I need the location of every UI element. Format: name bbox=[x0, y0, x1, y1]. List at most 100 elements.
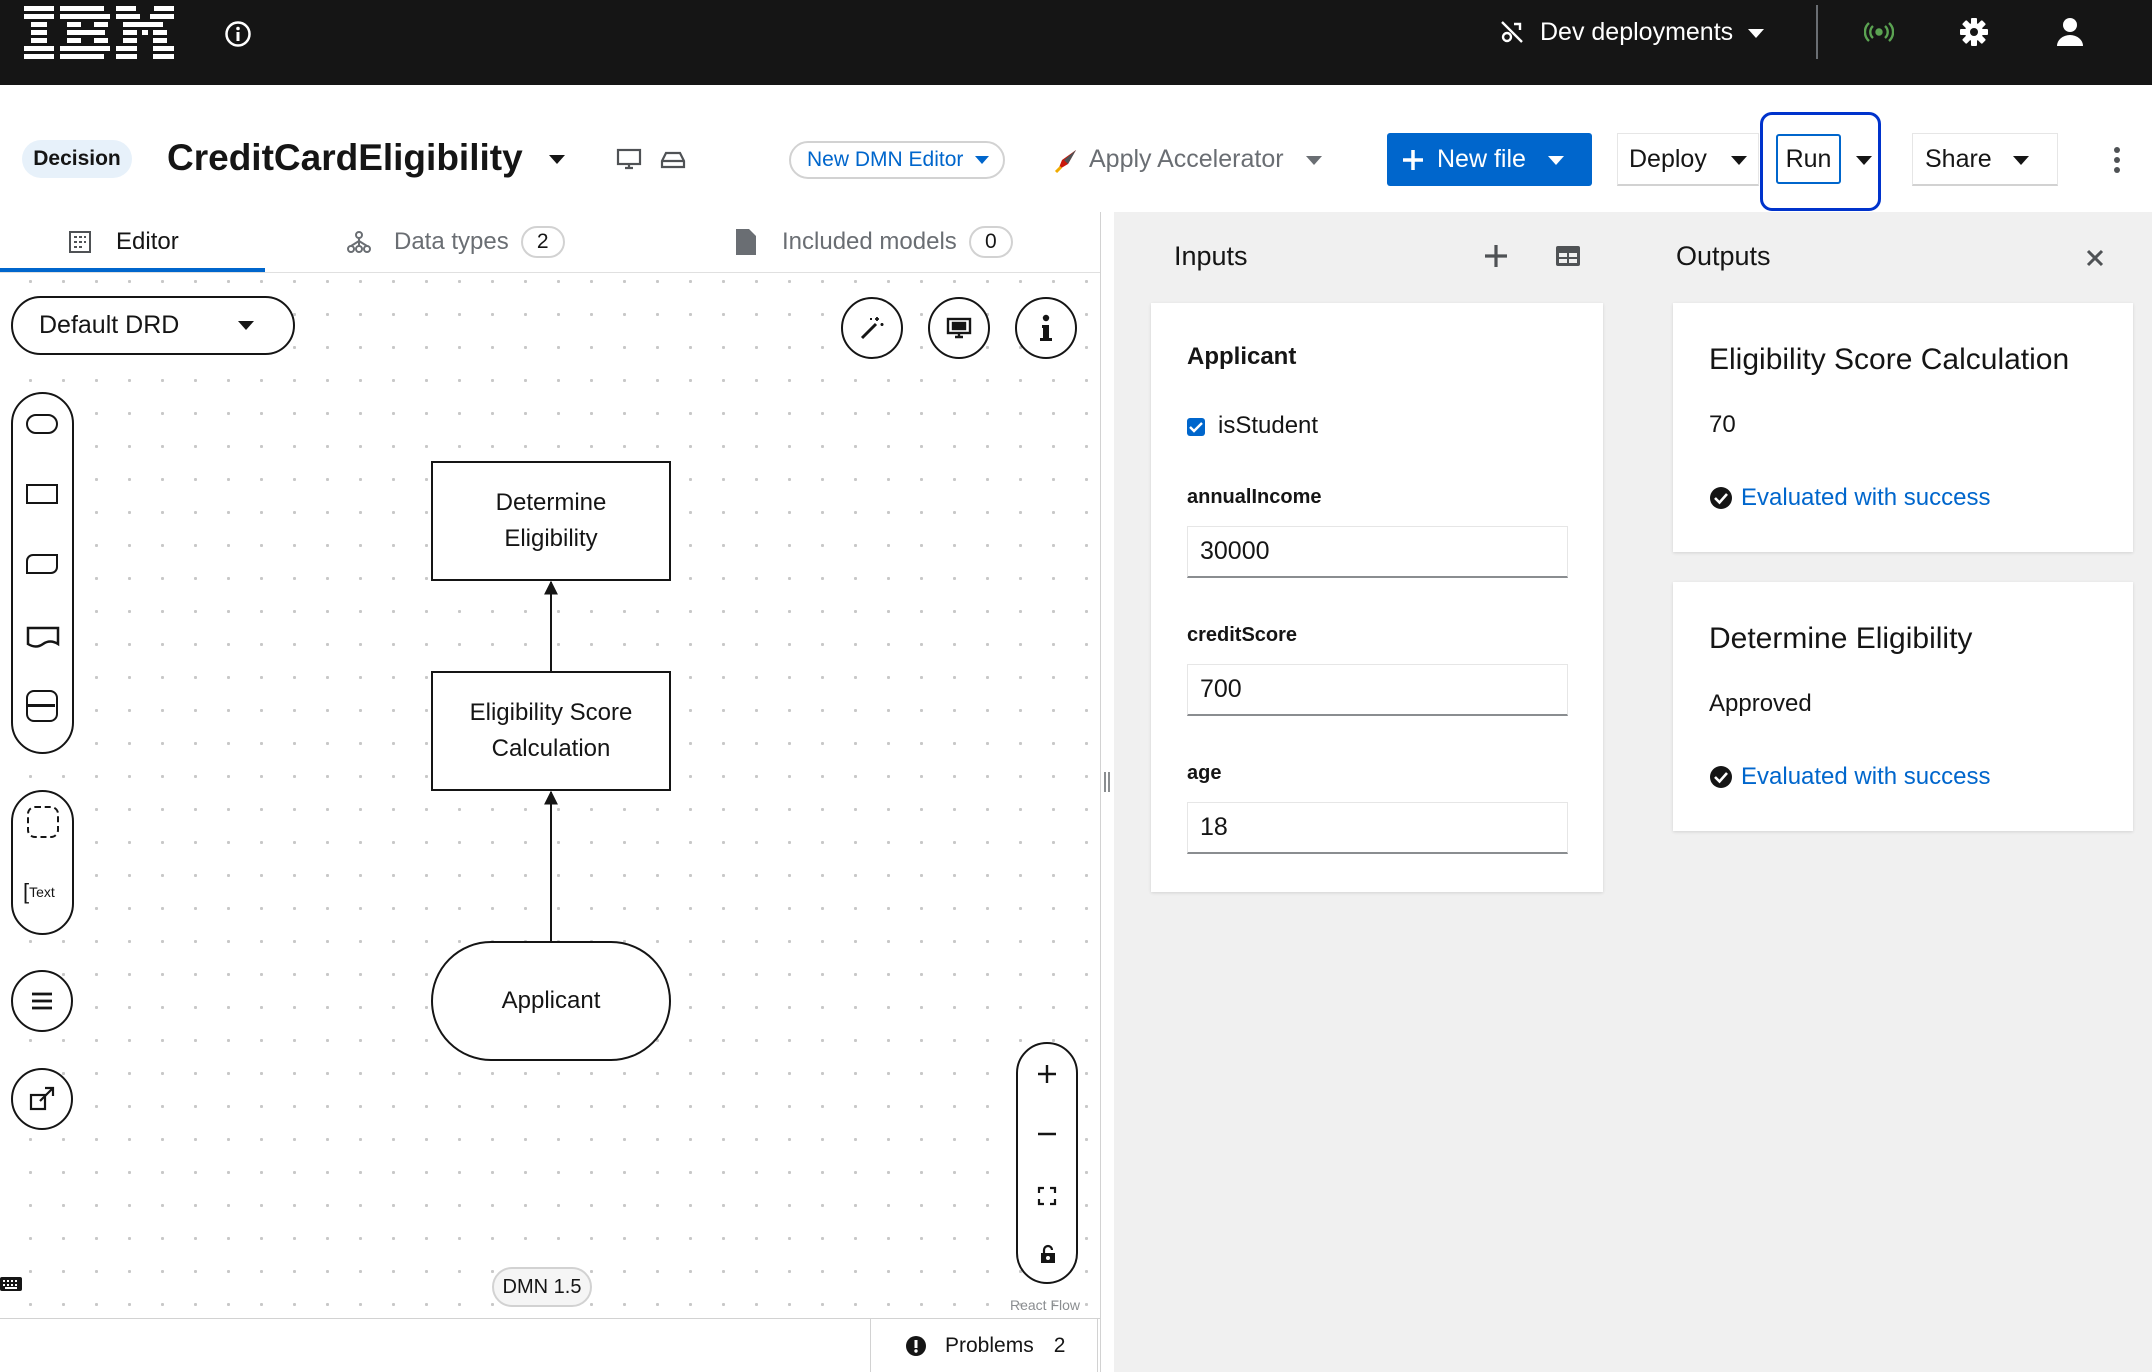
inputs-title: Inputs bbox=[1174, 241, 1248, 271]
auto-layout-button[interactable] bbox=[841, 297, 903, 359]
success-check-icon bbox=[1709, 765, 1733, 794]
run-highlight-frame bbox=[1760, 112, 1881, 211]
decision-node-icon[interactable] bbox=[26, 484, 58, 504]
evaluation-status-link[interactable]: Evaluated with success bbox=[1741, 763, 1991, 790]
lock-icon[interactable] bbox=[1039, 1244, 1057, 1269]
node-palette bbox=[11, 392, 74, 754]
tab-included-models-label: Included models bbox=[782, 228, 957, 255]
input-data-node-applicant[interactable]: Applicant bbox=[431, 941, 671, 1061]
annual-income-label: annualIncome bbox=[1187, 486, 1322, 508]
ibm-logo[interactable] bbox=[24, 4, 179, 65]
share-chevron-icon[interactable] bbox=[2013, 156, 2029, 165]
project-type-badge: Decision bbox=[22, 140, 132, 178]
output-value: 70 bbox=[1709, 411, 1736, 438]
exclamation-circle-icon bbox=[906, 1335, 926, 1356]
close-icon[interactable] bbox=[2085, 248, 2105, 273]
decision-node-eligibility-score[interactable]: Eligibility Score Calculation bbox=[431, 671, 671, 791]
settings-icon[interactable] bbox=[1960, 18, 1988, 51]
knowledge-source-node-icon[interactable] bbox=[26, 626, 60, 655]
connection-status-icon[interactable] bbox=[1863, 20, 1895, 49]
text-annotation-icon[interactable]: [Text bbox=[23, 879, 55, 904]
table-view-icon[interactable] bbox=[1555, 245, 1581, 272]
zoom-out-icon[interactable] bbox=[1035, 1122, 1059, 1151]
input-data-node-icon[interactable] bbox=[26, 414, 58, 434]
fit-view-icon[interactable] bbox=[1037, 1186, 1057, 1211]
monitor-icon bbox=[946, 317, 972, 339]
node-label: Eligibility Score Calculation bbox=[469, 699, 633, 762]
age-label: age bbox=[1187, 762, 1222, 784]
zoom-controls bbox=[1016, 1042, 1078, 1284]
zoom-in-icon[interactable] bbox=[1035, 1062, 1059, 1091]
credit-score-label: creditScore bbox=[1187, 624, 1298, 646]
list-icon bbox=[32, 992, 52, 1010]
output-card-determine-eligibility: Determine Eligibility Approved Evaluated… bbox=[1673, 582, 2133, 831]
tab-data-types[interactable]: Data types 2 bbox=[346, 212, 565, 272]
run-label: Run bbox=[1785, 144, 1832, 173]
output-value: Approved bbox=[1709, 690, 1812, 717]
info-icon[interactable] bbox=[224, 20, 252, 53]
desktop-icon[interactable] bbox=[616, 148, 642, 175]
data-types-icon bbox=[347, 231, 371, 253]
apply-accelerator-button[interactable]: Apply Accelerator bbox=[1089, 145, 1284, 173]
drg-nodes-button[interactable] bbox=[11, 970, 73, 1032]
react-flow-attribution[interactable]: React Flow bbox=[1010, 1297, 1081, 1313]
drd-selector-chevron-icon bbox=[238, 321, 254, 330]
active-tab-indicator bbox=[0, 268, 265, 272]
new-file-chevron-icon[interactable] bbox=[1548, 156, 1564, 165]
tab-editor[interactable]: Editor bbox=[68, 212, 179, 272]
bottom-divider bbox=[0, 1318, 1100, 1319]
dmn-editor-selector[interactable]: New DMN Editor bbox=[789, 141, 1005, 179]
share-button[interactable]: Share bbox=[1912, 133, 2058, 186]
file-name[interactable]: CreditCardEligibility bbox=[167, 137, 523, 178]
age-input[interactable]: 18 bbox=[1187, 802, 1568, 854]
tab-data-types-label: Data types bbox=[394, 228, 509, 255]
evaluation-status-link[interactable]: Evaluated with success bbox=[1741, 484, 1991, 511]
accelerator-chevron-icon[interactable] bbox=[1306, 156, 1322, 165]
overlays-button[interactable] bbox=[928, 297, 990, 359]
node-label: Determine Eligibility bbox=[495, 489, 607, 552]
tab-editor-label: Editor bbox=[116, 228, 179, 255]
kebab-icon[interactable] bbox=[2111, 145, 2123, 180]
external-link-icon bbox=[29, 1086, 55, 1111]
annual-income-input[interactable]: 30000 bbox=[1187, 526, 1568, 578]
bkm-node-icon[interactable] bbox=[26, 554, 58, 574]
panel-splitter[interactable] bbox=[1100, 212, 1114, 1372]
new-file-label: New file bbox=[1437, 145, 1526, 173]
deploy-chevron-icon[interactable] bbox=[1731, 156, 1747, 165]
tab-included-models[interactable]: Included models 0 bbox=[736, 212, 1013, 272]
applicant-group-title: Applicant bbox=[1187, 343, 1297, 370]
keyboard-icon[interactable] bbox=[0, 1276, 22, 1297]
group-node-icon[interactable] bbox=[27, 806, 59, 838]
user-icon[interactable] bbox=[2056, 17, 2084, 52]
included-models-count: 0 bbox=[968, 226, 1013, 258]
file-menu-chevron-icon[interactable] bbox=[549, 155, 565, 164]
problems-label: Problems bbox=[945, 1333, 1034, 1357]
run-button[interactable]: Run bbox=[1776, 134, 1841, 184]
deploy-button[interactable]: Deploy bbox=[1617, 133, 1759, 186]
credit-score-input[interactable]: 700 bbox=[1187, 664, 1568, 716]
external-nodes-button[interactable] bbox=[11, 1068, 73, 1130]
is-student-checkbox[interactable] bbox=[1187, 418, 1205, 436]
file-header bbox=[0, 85, 2152, 214]
problems-count: 2 bbox=[1053, 1333, 1066, 1357]
is-student-label: isStudent bbox=[1218, 412, 1319, 439]
decision-node-determine-eligibility[interactable]: Determine Eligibility bbox=[431, 461, 671, 581]
deployments-dropdown[interactable]: Dev deployments bbox=[1540, 18, 1734, 46]
run-chevron-icon[interactable] bbox=[1856, 156, 1872, 165]
output-card-eligibility-score: Eligibility Score Calculation 70 Evaluat… bbox=[1673, 303, 2133, 552]
add-input-icon[interactable] bbox=[1483, 243, 1509, 274]
dmn-editor-chevron-icon bbox=[975, 156, 989, 164]
drd-selector-label: Default DRD bbox=[39, 311, 180, 339]
text-annotation-label: Text bbox=[29, 884, 55, 900]
output-name: Eligibility Score Calculation bbox=[1709, 343, 2070, 376]
info-icon bbox=[1040, 314, 1052, 341]
new-file-button[interactable]: New file bbox=[1387, 133, 1592, 186]
editor-grid-icon bbox=[69, 231, 91, 253]
magic-wand-icon bbox=[860, 317, 884, 340]
rocket-icon bbox=[1052, 146, 1082, 181]
drive-icon[interactable] bbox=[660, 150, 686, 175]
properties-button[interactable] bbox=[1015, 297, 1077, 359]
annotation-palette: [Text bbox=[11, 790, 74, 935]
problems-tab[interactable]: Problems 2 bbox=[870, 1319, 1098, 1372]
decision-service-node-icon[interactable] bbox=[26, 690, 58, 722]
